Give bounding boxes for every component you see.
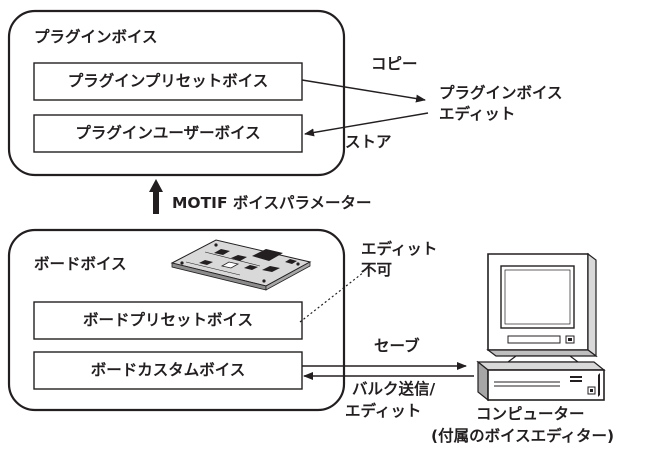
board-preset-voice-label: ボードプリセットボイス xyxy=(82,311,254,329)
store-label: ストア xyxy=(345,133,392,151)
plugin-user-voice-box xyxy=(33,114,303,153)
plugin-user-voice-label: プラグインユーザーボイス xyxy=(75,124,261,142)
computer-label-line2: (付属のボイスエディター) xyxy=(431,427,615,445)
board-preset-voice-box xyxy=(33,301,303,340)
edit-not-possible-line2: 不可 xyxy=(361,261,393,279)
plugin-preset-voice-label: プラグインプリセットボイス xyxy=(67,72,269,90)
computer-label-line1: コンピューター xyxy=(476,405,585,423)
motif-voice-parameter-label: MOTIF ボイスパラメーター xyxy=(172,194,372,212)
copy-label: コピー xyxy=(371,55,418,73)
bulk-send-label-line1: バルク送信/ xyxy=(352,380,436,398)
edit-not-possible-line1: エディット xyxy=(361,240,438,258)
board-voice-group-box xyxy=(7,228,346,412)
board-voice-group-title: ボードボイス xyxy=(34,255,127,273)
board-custom-voice-box xyxy=(33,351,303,390)
motif-param-arrow-head xyxy=(149,179,163,192)
motif-param-arrow-shaft xyxy=(153,190,159,214)
save-label: セーブ xyxy=(374,337,420,355)
plugin-voice-editor-line2: エディット xyxy=(439,105,516,123)
expansion-board-illustration xyxy=(170,239,312,291)
copy-arrow xyxy=(301,79,426,103)
bulk-send-label-line2: エディット xyxy=(345,402,422,420)
store-arrow xyxy=(304,112,429,137)
plugin-preset-voice-box xyxy=(33,62,303,101)
plugin-voice-editor-line1: プラグインボイス xyxy=(439,84,563,102)
edit-not-possible-leader xyxy=(299,271,365,323)
plugin-voice-group-box xyxy=(7,9,346,177)
computer-illustration xyxy=(476,252,606,402)
board-custom-voice-label: ボードカスタムボイス xyxy=(90,361,246,379)
plugin-voice-group-title: プラグインボイス xyxy=(34,28,158,46)
